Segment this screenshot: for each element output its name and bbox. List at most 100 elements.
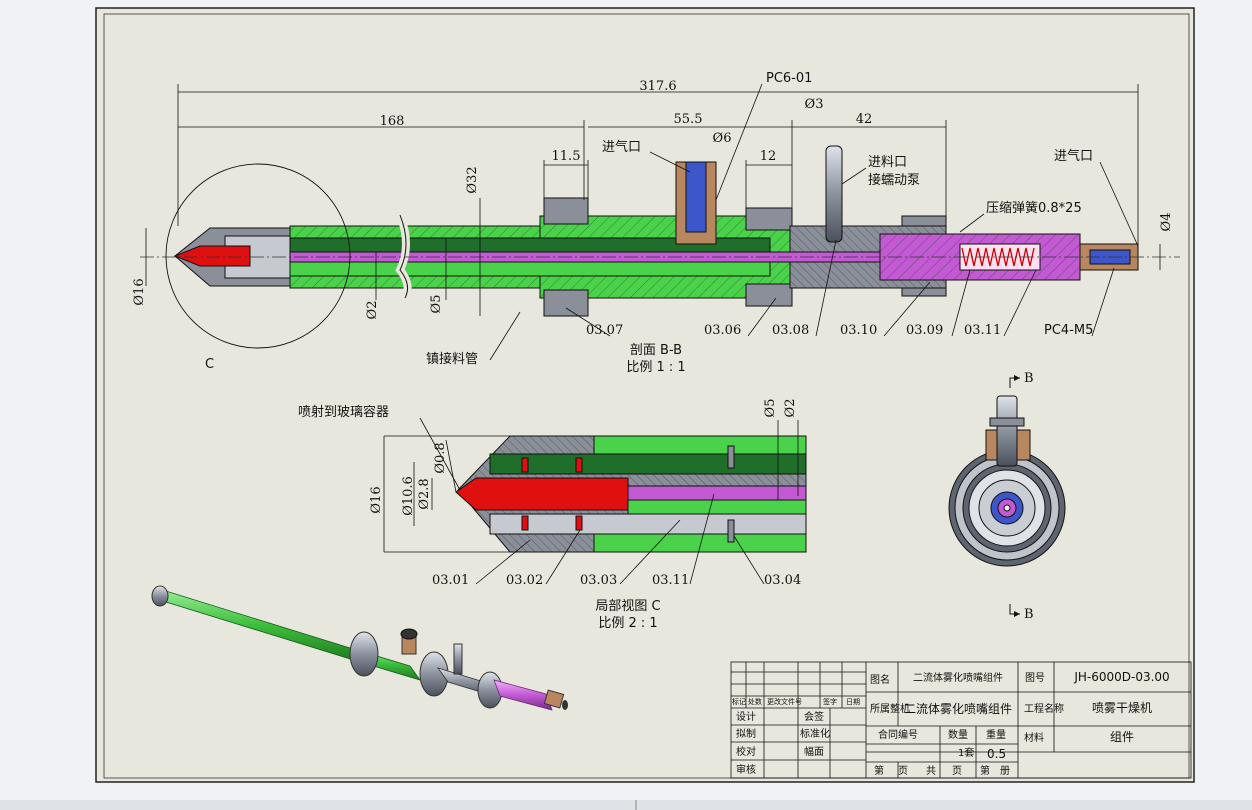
dim-phi4: Ø4 xyxy=(1159,213,1174,232)
detail-circle-c xyxy=(165,163,351,349)
role-review: 审核 xyxy=(736,763,756,776)
iso-pc4-fitting xyxy=(543,689,565,709)
detail-washer xyxy=(727,445,735,469)
material-label: 材料 xyxy=(1024,731,1044,744)
detail-outer-bottom xyxy=(593,533,807,553)
dim-55-5: 55.5 xyxy=(674,112,703,127)
section-marker-top: B xyxy=(1024,371,1034,386)
sheet-label: 共 xyxy=(926,765,936,777)
detail-inner-lower xyxy=(489,513,807,535)
detail-dim-phi5: Ø5 xyxy=(763,399,778,418)
dim-12: 12 xyxy=(760,149,777,164)
callout-pc4: PC4-M5 xyxy=(1044,323,1093,338)
leader-lines xyxy=(489,83,1139,361)
spring xyxy=(961,247,1035,267)
detail-part-number: 03.02 xyxy=(506,573,543,588)
name-label: 图名 xyxy=(870,673,890,686)
dim-phi2: Ø2 xyxy=(365,301,380,320)
rev-header: 日期 xyxy=(846,698,860,706)
part-number: 03.09 xyxy=(906,323,943,338)
dim-phi6: Ø6 xyxy=(713,131,732,146)
dim-11-5: 11.5 xyxy=(552,149,581,164)
callout-spring: 压缩弹簧0.8*25 xyxy=(986,200,1082,216)
rev-header: 处数 xyxy=(748,697,762,706)
callout-inlet-feed: 进料口 xyxy=(868,155,907,170)
qty-label: 数量 xyxy=(948,728,968,741)
role-draft: 拟制 xyxy=(736,727,756,740)
part-number: 03.08 xyxy=(772,323,809,338)
dim-phi5: Ø5 xyxy=(429,295,444,314)
end-view xyxy=(948,395,1066,567)
flange-0306-bottom xyxy=(745,283,793,307)
detail-outer-top xyxy=(593,435,807,455)
part-number: 03.07 xyxy=(586,323,623,338)
detail-oring xyxy=(575,515,583,531)
part-number: 03.11 xyxy=(964,323,1001,338)
detail-air-passage xyxy=(489,453,807,475)
part-number: 03.10 xyxy=(840,323,877,338)
detail-dimension-lines xyxy=(383,417,799,585)
sheet-label: 页 xyxy=(898,765,908,777)
detail-dim-phi2: Ø2 xyxy=(783,399,798,418)
drawing-sheet xyxy=(95,7,1195,783)
detail-scale: 比例 2 : 1 xyxy=(598,616,657,631)
detail-dim-phi2-8: Ø2.8 xyxy=(417,478,432,509)
sheet-label: 第 xyxy=(874,764,884,777)
project-label: 工程名称 xyxy=(1024,702,1064,715)
isometric-view xyxy=(151,585,568,711)
name-value: 二流体雾化喷嘴组件 xyxy=(913,671,1003,684)
detail-spray-callout: 喷射到玻璃容器 xyxy=(298,404,389,420)
callout-inlet-air-1: 进气口 xyxy=(602,139,641,155)
project-value: 喷雾干燥机 xyxy=(1092,701,1152,715)
contract-label: 合同编号 xyxy=(878,728,918,741)
callout-pc6: PC6-01 xyxy=(766,71,812,86)
callout-tube: 镇接料管 xyxy=(426,351,478,367)
detail-dim-phi0-8: Ø0.8 xyxy=(433,442,448,473)
detail-feed-tube xyxy=(627,485,807,501)
detail-part-number: 03.01 xyxy=(432,573,469,588)
machine-label: 所属整机 xyxy=(870,702,910,715)
iso-nozzle-end xyxy=(151,585,169,607)
sheet-border xyxy=(103,13,1190,779)
status-strip xyxy=(0,800,1252,810)
sign-countersign: 会签 xyxy=(804,710,824,723)
rev-header: 签字 xyxy=(823,697,837,706)
weight-label: 重量 xyxy=(986,728,1006,741)
dwg-no-value: JH-6000D-03.00 xyxy=(1073,670,1169,684)
section-view-bb xyxy=(140,145,1180,349)
section-arrow-bottom-head xyxy=(1014,611,1020,617)
sheet-label: 册 xyxy=(1000,766,1010,777)
nozzle-tip xyxy=(173,245,251,267)
iso-magenta-shaft xyxy=(493,679,553,711)
flange-0307-bottom xyxy=(543,289,589,317)
detail-oring xyxy=(575,457,583,473)
callout-inlet-air-2: 进气口 xyxy=(1054,148,1093,164)
detail-nozzle-tip xyxy=(455,477,629,511)
detail-part-number: 03.04 xyxy=(764,573,801,588)
iso-pc6-cap xyxy=(400,628,418,640)
section-marker-bottom: B xyxy=(1024,607,1034,622)
detail-view-c xyxy=(455,435,807,553)
pc6-insert xyxy=(685,161,707,233)
section-arrow-top-head xyxy=(1014,375,1020,381)
feed-inlet-pipe xyxy=(825,145,843,243)
dim-phi32: Ø32 xyxy=(465,166,480,193)
section-title: 剖面 B-B xyxy=(630,343,682,358)
end-view-pipe xyxy=(996,395,1018,467)
detail-dim-phi10-6: Ø10.6 xyxy=(401,476,416,516)
dwg-no-label: 图号 xyxy=(1025,672,1045,684)
sign-format: 幅面 xyxy=(804,745,824,758)
qty-value: 1套 xyxy=(958,746,974,759)
weight-value: 0.5 xyxy=(987,747,1006,761)
dim-168: 168 xyxy=(380,114,405,129)
part-number: 03.06 xyxy=(704,323,741,338)
detail-washer xyxy=(727,519,735,543)
detail-marker-c: C xyxy=(205,357,214,372)
inner-tube xyxy=(289,261,771,277)
detail-oring xyxy=(521,457,529,473)
iso-pc4-end xyxy=(562,700,568,710)
sheet-label: 页 xyxy=(952,765,962,777)
rev-header: 标记 xyxy=(732,697,746,706)
title-block xyxy=(730,661,1192,779)
